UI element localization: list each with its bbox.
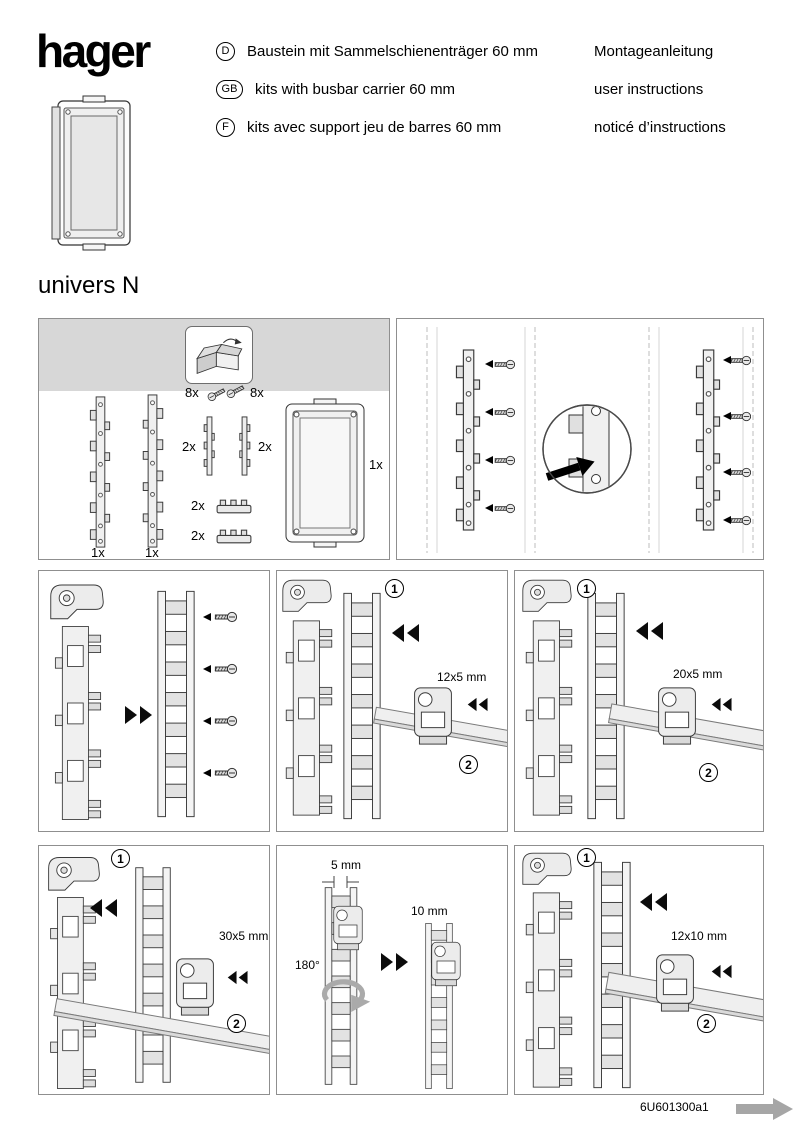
busbar-size-label-30x5: 30x5 mm	[219, 929, 269, 943]
attach-carrier-drawing	[50, 584, 237, 820]
busbar-size-label-12x10: 12x10 mm	[671, 929, 728, 943]
panel-step-busbar-20x5: 1 20x5 mm 2	[514, 570, 764, 832]
header-row-gb: GB kits with busbar carrier 60 mm user i…	[216, 78, 782, 100]
step-1-badge: 1	[577, 848, 596, 867]
panel-mounting-overview	[396, 318, 764, 560]
qty-screws-a: 8x	[185, 385, 199, 400]
enclosure-frame-drawing	[285, 398, 365, 548]
step-1-badge: 1	[385, 579, 404, 598]
step-1-badge: 1	[577, 579, 596, 598]
product-enclosure-icon	[51, 95, 131, 251]
series-name: univers N	[38, 272, 140, 299]
panel-step-busbar-30x5: 1 30x5 mm 2	[38, 845, 270, 1095]
offset-10mm-label: 10 mm	[411, 904, 448, 918]
lang-badge-d: D	[216, 41, 235, 61]
spacer-strip-drawing	[203, 416, 215, 476]
header-row-fr: F kits avec support jeu de barres 60 mm …	[216, 116, 782, 138]
step-2-badge: 2	[459, 755, 478, 774]
qty-frame: 1x	[369, 457, 383, 472]
doc-type-de: Montageanleitung	[594, 42, 714, 60]
step-1-badge: 1	[111, 849, 130, 868]
qty-strip-a: 2x	[182, 439, 196, 454]
lang-badge-f: F	[216, 117, 235, 137]
rotate-180-label: 180°	[295, 958, 320, 972]
panel-step-busbar-12x5: 1 12x5 mm 2	[276, 570, 508, 832]
product-title-de: Baustein mit Sammelschienenträger 60 mm	[247, 42, 538, 60]
doc-type-fr: noticé d’instructions	[594, 118, 726, 136]
step-2-badge: 2	[699, 763, 718, 782]
qty-carrier-rail: 1x	[91, 545, 105, 560]
busbar-20x5-drawing	[522, 579, 763, 820]
carrier-rail-part-drawing	[89, 396, 111, 548]
panel-step-spacer-orientation: 5 mm 10 mm 180°	[276, 845, 508, 1095]
support-rail-part-drawing	[142, 394, 164, 548]
product-title-fr: kits avec support jeu de barres 60 mm	[247, 118, 502, 136]
connector-drawing	[216, 529, 252, 544]
packaging-band	[39, 319, 389, 391]
qty-connector-a: 2x	[191, 498, 205, 513]
offset-5mm-label: 5 mm	[331, 858, 361, 872]
busbar-size-label-20x5: 20x5 mm	[673, 667, 723, 681]
qty-connector-b: 2x	[191, 528, 205, 543]
busbar-12x10-drawing	[522, 852, 763, 1089]
document-code: 6U601300a1	[640, 1100, 709, 1114]
panel-step-busbar-12x10: 1 12x10 mm 2	[514, 845, 764, 1095]
lang-badge-gb: GB	[216, 79, 243, 99]
hager-logo: hager	[36, 25, 151, 77]
connector-drawing	[216, 499, 252, 514]
busbar-size-label-12x5: 12x5 mm	[437, 670, 487, 684]
header-row-de: D Baustein mit Sammelschienenträger 60 m…	[216, 40, 782, 62]
spacer-orientation-drawing	[277, 876, 461, 1090]
busbar-30x5-drawing	[48, 857, 269, 1090]
busbar-12x5-drawing	[282, 579, 507, 820]
panel-step-attach-carrier	[38, 570, 270, 832]
spacer-strip-drawing	[239, 416, 251, 476]
qty-strip-b: 2x	[258, 439, 272, 454]
packaging-icon-box	[185, 326, 253, 384]
doc-type-gb: user instructions	[594, 80, 704, 98]
qty-screws-b: 8x	[250, 385, 264, 400]
mounting-overview-drawing	[426, 327, 754, 553]
qty-support-rail: 1x	[145, 545, 159, 560]
unpacking-box-icon	[196, 338, 243, 374]
product-title-gb: kits with busbar carrier 60 mm	[255, 80, 456, 98]
step-2-badge: 2	[227, 1014, 246, 1033]
step-2-badge: 2	[697, 1014, 716, 1033]
panel-kit-contents: 1x 1x 8x 8x 2x 2x 2x 2x 1x	[38, 318, 390, 560]
next-page-arrow-icon	[736, 1098, 793, 1120]
